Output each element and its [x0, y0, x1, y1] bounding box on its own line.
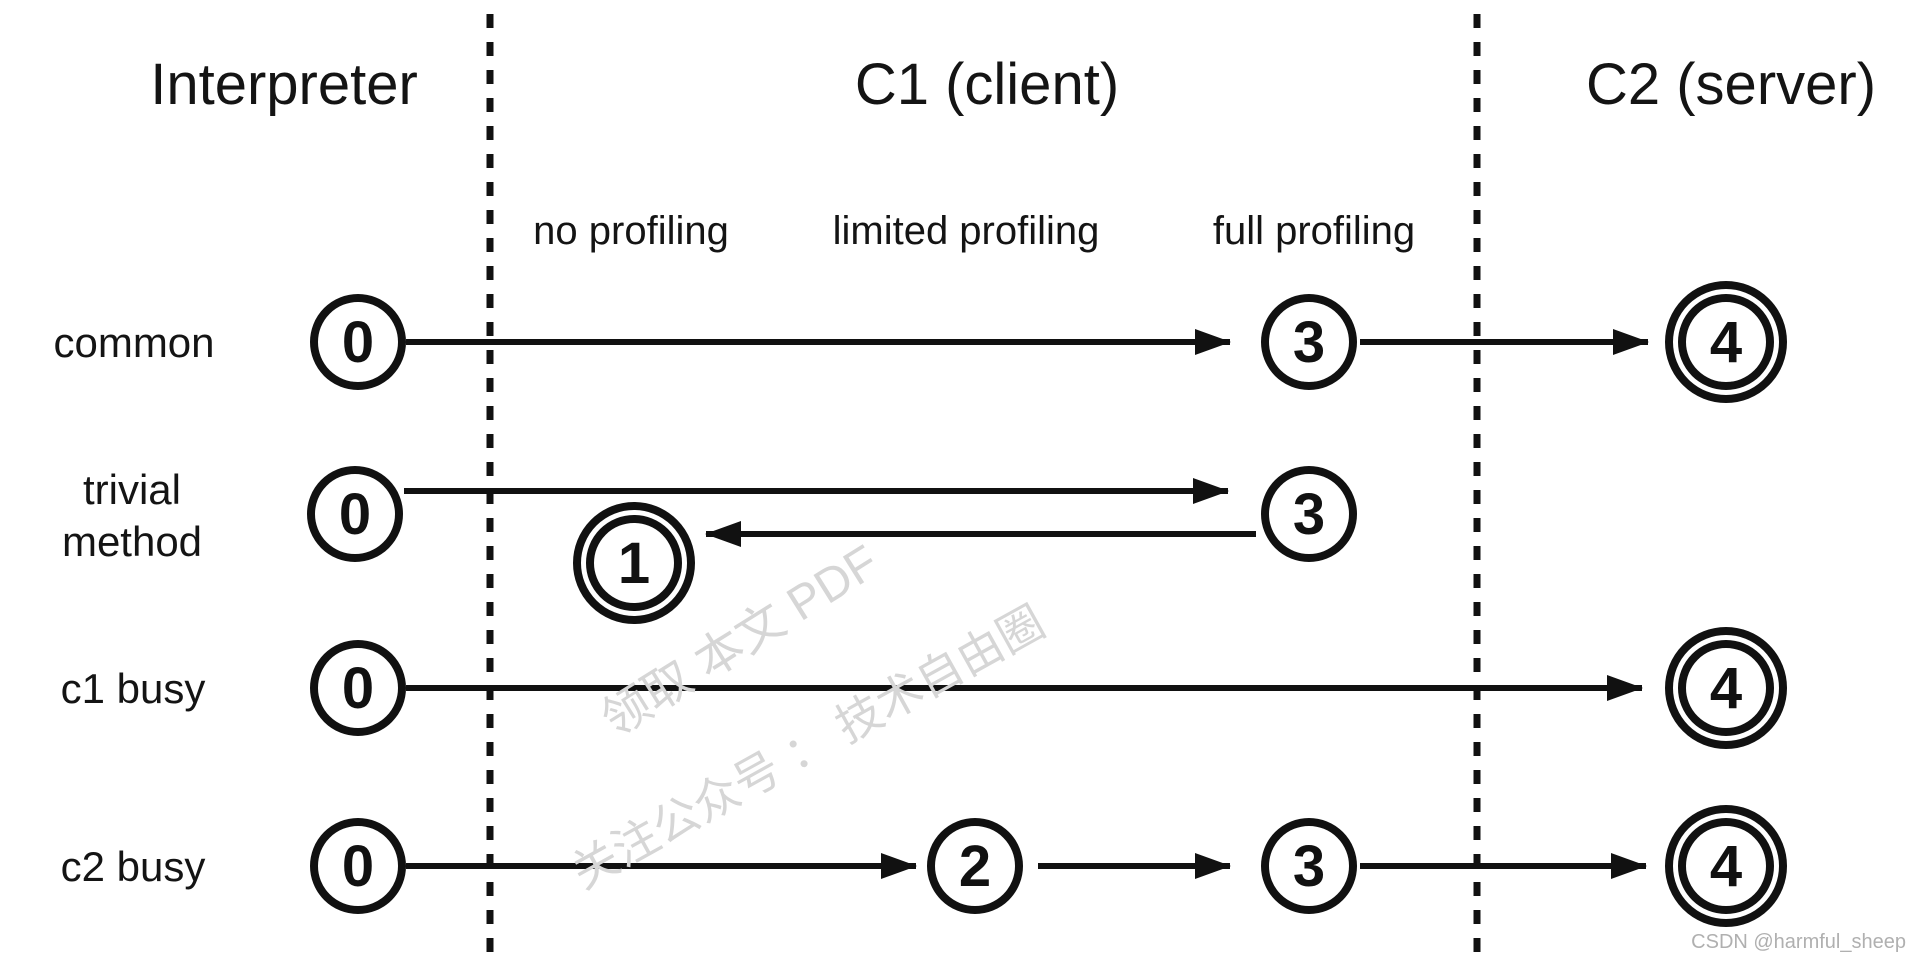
state-circle [1261, 466, 1357, 562]
sublabel-limited-profiling: limited profiling [833, 209, 1100, 253]
state-node: 3 [1261, 818, 1357, 914]
state-circle [1261, 818, 1357, 914]
state-node-final: 1 [573, 502, 695, 624]
state-value: 0 [339, 482, 371, 547]
state-circle [310, 294, 406, 390]
state-node: 0 [310, 640, 406, 736]
row-label-trivial-line1: trivial [83, 466, 181, 513]
state-value: 4 [1710, 834, 1742, 899]
state-value: 3 [1293, 310, 1325, 375]
state-circle [1678, 640, 1774, 736]
state-node: 3 [1261, 466, 1357, 562]
state-circle-outer [1665, 281, 1787, 403]
state-node: 3 [1261, 294, 1357, 390]
state-node-final: 4 [1665, 805, 1787, 927]
state-circle-outer [573, 502, 695, 624]
state-node: 0 [310, 294, 406, 390]
state-circle [586, 515, 682, 611]
state-value: 0 [342, 834, 374, 899]
sublabel-no-profiling: no profiling [533, 209, 729, 253]
state-value: 0 [342, 310, 374, 375]
state-value: 3 [1293, 482, 1325, 547]
state-circle [310, 640, 406, 736]
state-value: 4 [1710, 310, 1742, 375]
row-label-trivial-line2: method [62, 518, 202, 565]
credit-text: CSDN @harmful_sheep [1691, 931, 1906, 953]
row-label-common: common [53, 319, 214, 366]
state-circle [927, 818, 1023, 914]
row-label-c1-busy: c1 busy [61, 665, 206, 712]
column-header-c2: C2 (server) [1586, 52, 1876, 117]
state-node-final: 4 [1665, 281, 1787, 403]
state-circle-outer [1665, 627, 1787, 749]
state-value: 1 [618, 531, 650, 596]
state-circle [1678, 294, 1774, 390]
state-circle [1678, 818, 1774, 914]
row-label-c2-busy: c2 busy [61, 843, 206, 890]
state-value: 0 [342, 656, 374, 721]
state-node: 0 [310, 818, 406, 914]
state-value: 2 [959, 834, 991, 899]
column-header-c1: C1 (client) [855, 52, 1119, 117]
column-header-interpreter: Interpreter [150, 52, 418, 117]
state-circle [310, 818, 406, 914]
state-node: 2 [927, 818, 1023, 914]
sublabel-full-profiling: full profiling [1213, 209, 1415, 253]
state-circle-outer [1665, 805, 1787, 927]
state-circle [307, 466, 403, 562]
state-node: 0 [307, 466, 403, 562]
state-circle [1261, 294, 1357, 390]
state-value: 4 [1710, 656, 1742, 721]
state-value: 3 [1293, 834, 1325, 899]
state-node-final: 4 [1665, 627, 1787, 749]
